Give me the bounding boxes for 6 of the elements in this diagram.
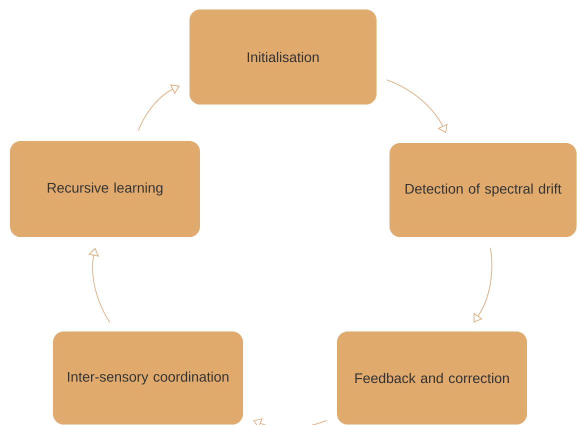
process-box: Recursive learning [10,141,200,237]
process-box: Detection of spectral drift [390,143,576,237]
process-box: Initialisation [190,10,376,104]
process-box: Feedback and correction [337,332,527,424]
arrow [474,247,492,322]
process-box: Inter-sensory coordination [53,332,243,424]
